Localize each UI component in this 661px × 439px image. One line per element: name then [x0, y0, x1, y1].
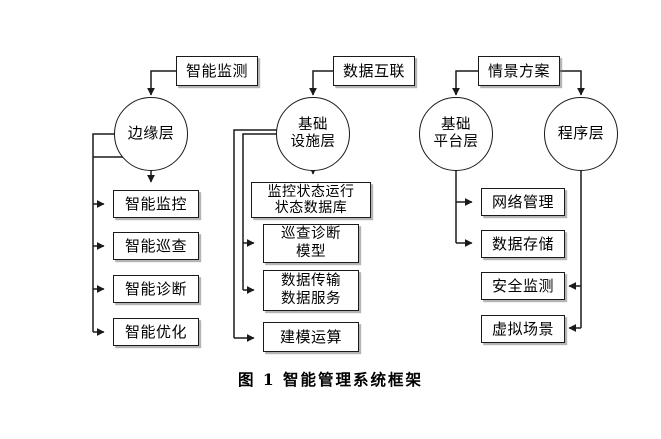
node-label: 虚拟场景: [491, 319, 554, 338]
connector-source-to-edge-hub: [147, 70, 176, 96]
node-box-intelligent-diagnosis[interactable]: 智能诊断: [113, 275, 199, 303]
node-box-modeling-computation[interactable]: 建模运算: [263, 322, 359, 352]
node-box-intelligent-optimization[interactable]: 智能优化: [113, 318, 199, 346]
node-label: 网络管理: [491, 192, 554, 211]
node-label: 智能诊断: [124, 279, 187, 298]
node-box-monitoring-status-database[interactable]: 监控状态运行 状态数据库: [251, 182, 371, 218]
node-label: 建模运算: [279, 327, 342, 346]
node-label: 情景方案: [487, 61, 550, 80]
node-box-intelligent-monitoring[interactable]: 智能监控: [113, 190, 199, 218]
node-label: 数据传输 数据服务: [281, 273, 341, 307]
source-box-scenario-plan[interactable]: 情景方案: [478, 56, 560, 86]
hub-circle-edge-layer[interactable]: 边缘层: [114, 97, 188, 171]
node-label: 数据存储: [491, 234, 554, 253]
hub-circle-basic-platform-layer[interactable]: 基础 平台层: [419, 97, 493, 171]
node-box-security-monitoring[interactable]: 安全监测: [481, 272, 565, 300]
connector-infra-hub-inner-stub: [242, 133, 286, 290]
node-label: 程序层: [557, 124, 605, 143]
platform-program-column-connectors: [452, 70, 585, 332]
connector-scenario-to-platform-hub: [452, 70, 478, 96]
node-box-intelligent-inspection[interactable]: 智能巡查: [113, 232, 199, 260]
source-box-data-interconnection[interactable]: 数据互联: [333, 56, 415, 86]
node-label: 边缘层: [127, 124, 175, 143]
node-label: 基础 平台层: [433, 117, 479, 150]
node-label: 智能监控: [124, 194, 187, 213]
node-label: 监控状态运行 状态数据库: [267, 183, 355, 216]
node-box-network-management[interactable]: 网络管理: [481, 188, 565, 216]
node-box-data-transfer-service[interactable]: 数据传输 数据服务: [263, 270, 359, 311]
connector-source-to-infra-hub: [309, 70, 333, 96]
source-box-intelligent-detection[interactable]: 智能监测: [176, 56, 258, 86]
node-box-data-storage[interactable]: 数据存储: [481, 230, 565, 258]
connector-scenario-to-program-hub: [560, 70, 585, 96]
node-label: 智能监测: [185, 61, 248, 80]
node-label: 智能巡查: [124, 236, 187, 255]
hub-circle-program-layer[interactable]: 程序层: [544, 97, 618, 171]
connector-infra-hub-outer-stub: [233, 129, 286, 338]
node-box-virtual-scene[interactable]: 虚拟场景: [481, 315, 565, 343]
node-label: 智能优化: [124, 322, 187, 341]
node-label: 数据互联: [342, 61, 405, 80]
node-label: 巡查诊断 模型: [281, 226, 341, 260]
hub-circle-infrastructure-layer[interactable]: 基础 设施层: [276, 97, 350, 171]
node-label: 基础 设施层: [290, 117, 336, 150]
figure-caption: 图 1 智能管理系统框架: [237, 370, 424, 389]
infrastructure-column-connectors: [233, 70, 333, 342]
node-box-inspection-diagnosis-model[interactable]: 巡查诊断 模型: [263, 224, 359, 263]
node-label: 安全监测: [491, 276, 554, 295]
connector-edge-hub-upper-stub: [92, 133, 124, 332]
